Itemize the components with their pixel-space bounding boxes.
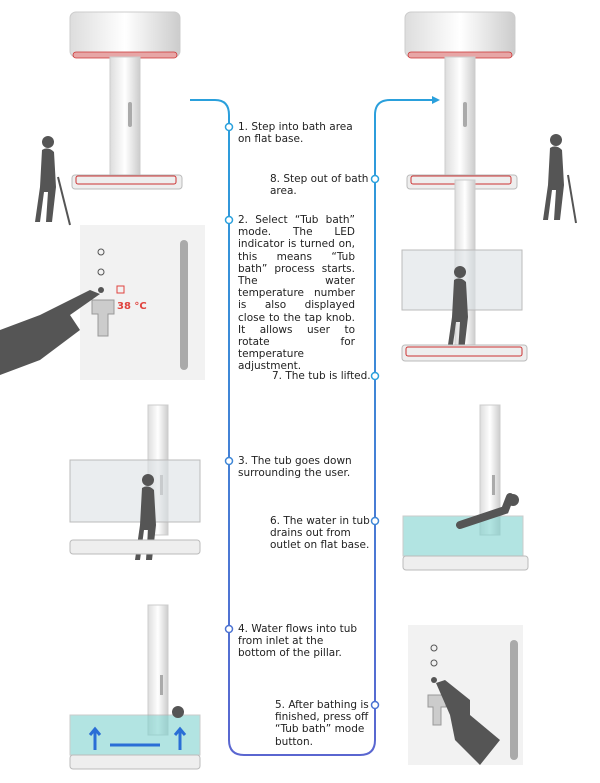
- elderly-person-icon: [543, 134, 577, 224]
- illustration-step-1: [69, 11, 183, 190]
- step-3-text: 3. The tub goes down surrounding the use…: [238, 455, 352, 480]
- control-panel-off-illustration: [408, 625, 523, 765]
- illustration-step-3: [69, 404, 201, 560]
- temperature-display: 38 °C: [117, 301, 147, 312]
- step-markers: [224, 122, 380, 710]
- illustration-step-4: [69, 604, 201, 770]
- step-5-text: 5. After bathing is finished, press off …: [275, 699, 369, 748]
- arrow-head-icon: [432, 96, 440, 104]
- hand-icon: [436, 680, 500, 765]
- illustration-step-7: [401, 179, 528, 362]
- step-7-text: 7. The tub is lifted.: [272, 370, 371, 382]
- step-2-text: 2. Select “Tub bath” mode. The LED indic…: [238, 214, 355, 373]
- step-1-text: 1. Step into bath area on flat base.: [238, 121, 353, 146]
- step-4-text: 4. Water flows into tub from inlet at th…: [238, 623, 358, 660]
- step-8-text: 8. Step out of bath area.: [270, 173, 369, 198]
- hand-icon: [0, 290, 100, 375]
- illustration-step-6: [402, 404, 529, 571]
- water-flow-arrows-icon: [88, 726, 187, 750]
- elderly-person-icon: [35, 136, 71, 226]
- process-flow-line: [190, 99, 432, 756]
- step-6-text: 6. The water in tub drains out from outl…: [270, 515, 370, 552]
- control-panel-illustration: [0, 225, 205, 380]
